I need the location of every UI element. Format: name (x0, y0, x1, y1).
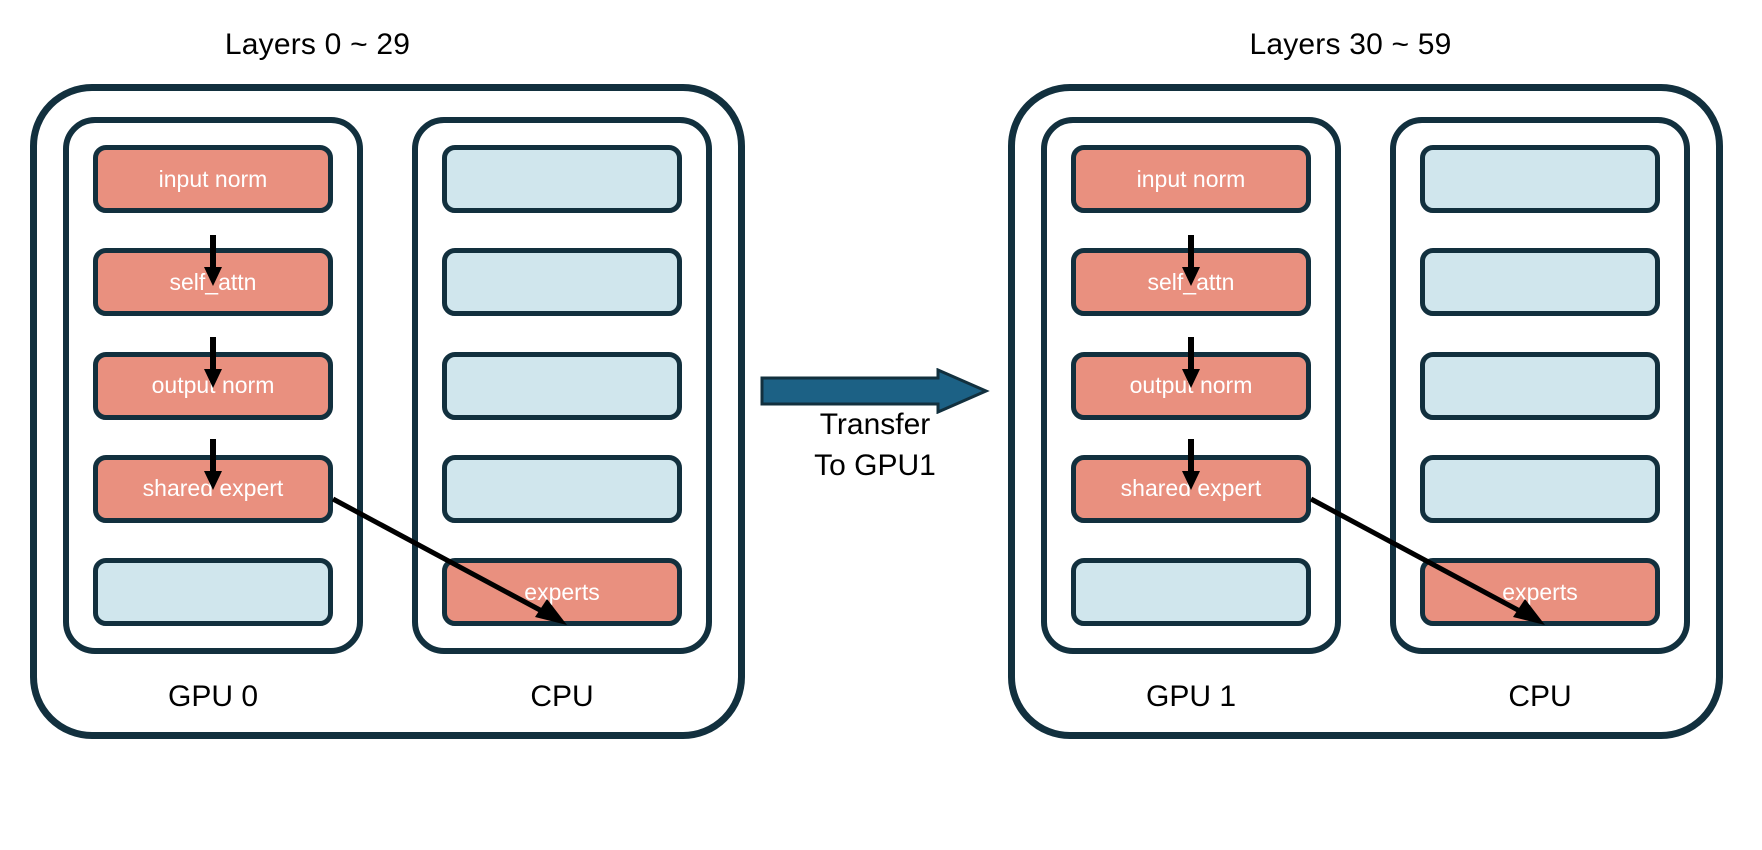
block-cpu-slot-4[interactable] (1420, 454, 1660, 523)
transfer-arrow-icon (760, 368, 990, 414)
transfer-label-line1: Transfer (819, 408, 931, 441)
transfer-label: Transfer To GPU1 (760, 404, 990, 486)
block-experts[interactable]: experts (442, 558, 682, 626)
cpu-label-right: CPU (1508, 680, 1572, 713)
block-input-norm[interactable]: input norm (93, 145, 333, 213)
columns-left: input norm self_attn output norm shared … (63, 117, 712, 654)
block-cpu-slot-2[interactable] (442, 248, 682, 317)
block-self-attn[interactable]: self_attn (93, 248, 333, 317)
block-cpu-slot-1[interactable] (442, 145, 682, 213)
block-output-norm[interactable]: output norm (93, 351, 333, 420)
block-cpu-slot-2[interactable] (1420, 248, 1660, 317)
block-empty-slot[interactable] (1071, 558, 1311, 626)
block-cpu-slot-1[interactable] (1420, 145, 1660, 213)
block-cpu-slot-4[interactable] (442, 454, 682, 523)
transfer-arrow-group: Transfer To GPU1 (760, 368, 990, 488)
group-title-left: Layers 0 ~ 29 (224, 28, 411, 61)
block-shared-expert[interactable]: shared expert (93, 454, 333, 523)
group-title-right: Layers 30 ~ 59 (1249, 28, 1452, 61)
cpu-column-left: experts (412, 117, 712, 654)
transfer-label-line2: To GPU1 (814, 449, 936, 482)
block-output-norm[interactable]: output norm (1071, 351, 1311, 420)
layer-group-right: Layers 30 ~ 59 input norm self_attn outp… (1008, 28, 1723, 798)
gpu-column-right: input norm self_attn output norm shared … (1041, 117, 1341, 654)
columns-right: input norm self_attn output norm shared … (1041, 117, 1690, 654)
cpu-label-left: CPU (530, 680, 594, 713)
block-self-attn[interactable]: self_attn (1071, 248, 1311, 317)
block-input-norm[interactable]: input norm (1071, 145, 1311, 213)
gpu-column-left: input norm self_attn output norm shared … (63, 117, 363, 654)
device-box-right: input norm self_attn output norm shared … (1008, 84, 1723, 739)
gpu-label-left: GPU 0 (167, 680, 259, 713)
layer-group-left: Layers 0 ~ 29 input norm self_attn outpu… (30, 28, 745, 798)
block-cpu-slot-3[interactable] (1420, 351, 1660, 420)
block-cpu-slot-3[interactable] (442, 351, 682, 420)
cpu-column-right: experts (1390, 117, 1690, 654)
block-experts[interactable]: experts (1420, 558, 1660, 626)
gpu-label-right: GPU 1 (1145, 680, 1237, 713)
block-empty-slot[interactable] (93, 558, 333, 626)
block-shared-expert[interactable]: shared expert (1071, 454, 1311, 523)
device-box-left: input norm self_attn output norm shared … (30, 84, 745, 739)
